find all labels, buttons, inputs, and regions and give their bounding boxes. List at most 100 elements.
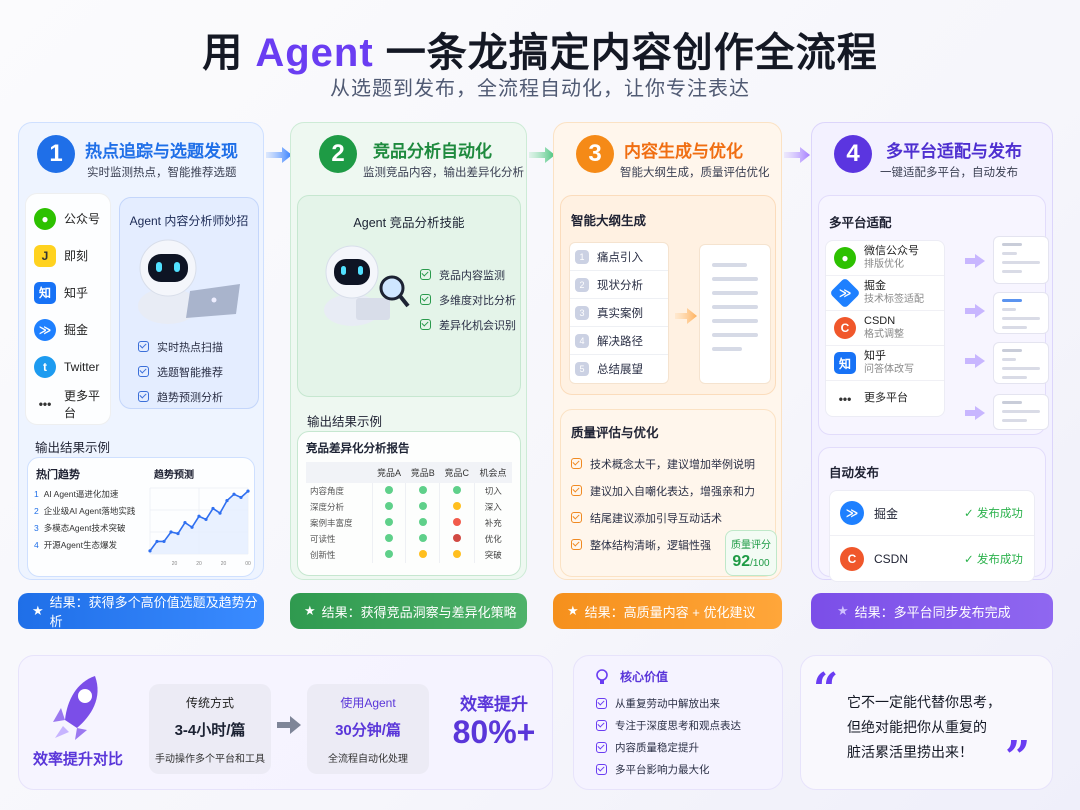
juejin-icon: ≫ bbox=[840, 501, 864, 525]
status-dot bbox=[384, 486, 393, 494]
star-icon: ★ bbox=[567, 603, 579, 618]
svg-text:20: 20 bbox=[172, 561, 178, 567]
zhihu-icon: 知 bbox=[834, 352, 856, 374]
platform-wechat[interactable]: ●公众号 bbox=[34, 200, 110, 237]
step-1-subtitle: 实时监测热点，智能推荐选题 bbox=[87, 167, 237, 179]
quality-title: 质量评估与优化 bbox=[571, 426, 659, 440]
check-icon bbox=[596, 697, 607, 709]
skill-card-1-title: Agent 内容分析师妙招 bbox=[129, 214, 249, 228]
twitter-icon: t bbox=[34, 355, 56, 378]
step-1-badge: 1 bbox=[37, 135, 75, 173]
svg-text:20: 20 bbox=[196, 561, 202, 567]
skill-card-1: Agent 内容分析师妙招 实时热点扫描 选题智能推荐 趋势预测分析 bbox=[119, 197, 259, 409]
arrow-right-icon bbox=[675, 308, 697, 324]
check-icon bbox=[571, 485, 582, 496]
trend-list-title: 热门趋势 bbox=[36, 469, 80, 481]
efficiency-panel: 效率提升对比 传统方式 3-4小时/篇 手动操作多个平台和工具 使用Agent … bbox=[18, 655, 553, 790]
step-2-subtitle: 监测竞品内容，输出差异化分析 bbox=[363, 167, 524, 179]
juejin-icon: ≫ bbox=[34, 318, 56, 341]
step-1-title: 热点追踪与选题发现 bbox=[85, 142, 238, 161]
check-icon bbox=[596, 741, 607, 753]
step-3-title: 内容生成与优化 bbox=[624, 142, 743, 161]
status-dot bbox=[452, 550, 461, 558]
arrow-right-icon bbox=[965, 254, 985, 268]
efficiency-label: 效率提升对比 bbox=[33, 751, 124, 768]
adapt-item-zhihu[interactable]: 知知乎问答体改写 bbox=[826, 346, 944, 381]
step-4-panel: 4 多平台适配与发布 一键适配多平台，自动发布 多平台适配 ●微信公众号排版优化… bbox=[811, 122, 1053, 582]
status-dot bbox=[384, 550, 393, 558]
status-dot bbox=[452, 502, 461, 510]
adapt-item-more[interactable]: •••更多平台 bbox=[826, 381, 944, 416]
wechat-icon: ● bbox=[834, 247, 856, 269]
skill-card-2: Agent 竞品分析技能 竞品内容监测 多维度对比分析 差异化机会识别 bbox=[297, 195, 521, 397]
status-dot bbox=[418, 502, 427, 510]
preview-wechat bbox=[993, 236, 1049, 284]
competitor-report-card: 竞品差异化分析报告 竞品A 竞品B 竞品C 机会点 内容角度切入深度分析深入案例… bbox=[297, 431, 521, 576]
star-icon: ★ bbox=[32, 603, 44, 618]
competitor-table: 竞品A 竞品B 竞品C 机会点 内容角度切入深度分析深入案例丰富度补充可读性优化… bbox=[306, 462, 512, 563]
core-value-list: 从重复劳动中解放出来 专注于深度思考和观点表达 内容质量稳定提升 多平台影响力最… bbox=[596, 692, 741, 780]
check-icon bbox=[596, 719, 607, 731]
document-preview bbox=[699, 244, 771, 384]
platform-juejin[interactable]: ≫掘金 bbox=[34, 311, 110, 348]
check-icon bbox=[420, 294, 431, 305]
check-icon bbox=[420, 269, 431, 280]
step-4-badge: 4 bbox=[834, 135, 872, 173]
step-4-title: 多平台适配与发布 bbox=[886, 142, 1022, 161]
quality-card: 质量评估与优化 技术概念太干，建议增加举例说明 建议加入自嘲化表达，增强亲和力 … bbox=[560, 409, 777, 577]
page-title: 用 Agent 一条龙搞定内容创作全流程 bbox=[202, 31, 878, 75]
outline-title: 智能大纲生成 bbox=[571, 214, 647, 228]
adapt-item-juejin[interactable]: ≫掘金技术标签适配 bbox=[826, 276, 944, 311]
output-label-2: 输出结果示例 bbox=[307, 415, 383, 429]
robot-laptop-icon bbox=[138, 239, 240, 324]
adapt-item-wechat[interactable]: ●微信公众号排版优化 bbox=[826, 241, 944, 276]
more-icon: ••• bbox=[38, 396, 52, 411]
status-dot bbox=[452, 486, 461, 494]
step-4-subtitle: 一键适配多平台，自动发布 bbox=[880, 167, 1018, 179]
skill-list-2: 竞品内容监测 多维度对比分析 差异化机会识别 bbox=[420, 262, 516, 337]
status-dot bbox=[384, 534, 393, 542]
status-dot bbox=[452, 518, 461, 526]
output-label-1: 输出结果示例 bbox=[35, 441, 111, 455]
open-quote-icon: “ bbox=[813, 664, 839, 715]
step-1-result: ★结果：获得多个高价值选题及趋势分析 bbox=[18, 593, 264, 629]
arrow-right-icon bbox=[965, 354, 985, 368]
zhihu-icon: 知 bbox=[34, 281, 56, 304]
svg-text:00: 00 bbox=[245, 561, 251, 567]
step-2-result: ★结果：获得竞品洞察与差异化策略 bbox=[290, 593, 527, 629]
robot-magnifier-icon bbox=[324, 245, 410, 326]
arrow-right-icon bbox=[965, 304, 985, 318]
status-dot bbox=[418, 534, 427, 542]
csdn-icon: C bbox=[834, 317, 856, 339]
rocket-icon bbox=[53, 676, 98, 740]
step-3-subtitle: 智能大纲生成，质量评估优化 bbox=[620, 167, 770, 179]
check-icon bbox=[420, 319, 431, 330]
more-icon: ••• bbox=[838, 391, 852, 406]
juejin-icon: ≫ bbox=[829, 277, 861, 309]
platform-more[interactable]: •••更多平台 bbox=[34, 385, 110, 422]
table-row: 深度分析深入 bbox=[306, 499, 512, 515]
check-icon bbox=[571, 512, 582, 523]
status-dot bbox=[418, 550, 427, 558]
core-value-header: 核心价值 bbox=[596, 668, 668, 685]
table-row: 创新性突破 bbox=[306, 547, 512, 563]
publish-title: 自动发布 bbox=[829, 466, 880, 480]
platform-zhihu[interactable]: 知知乎 bbox=[34, 274, 110, 311]
svg-text:20: 20 bbox=[221, 561, 227, 567]
